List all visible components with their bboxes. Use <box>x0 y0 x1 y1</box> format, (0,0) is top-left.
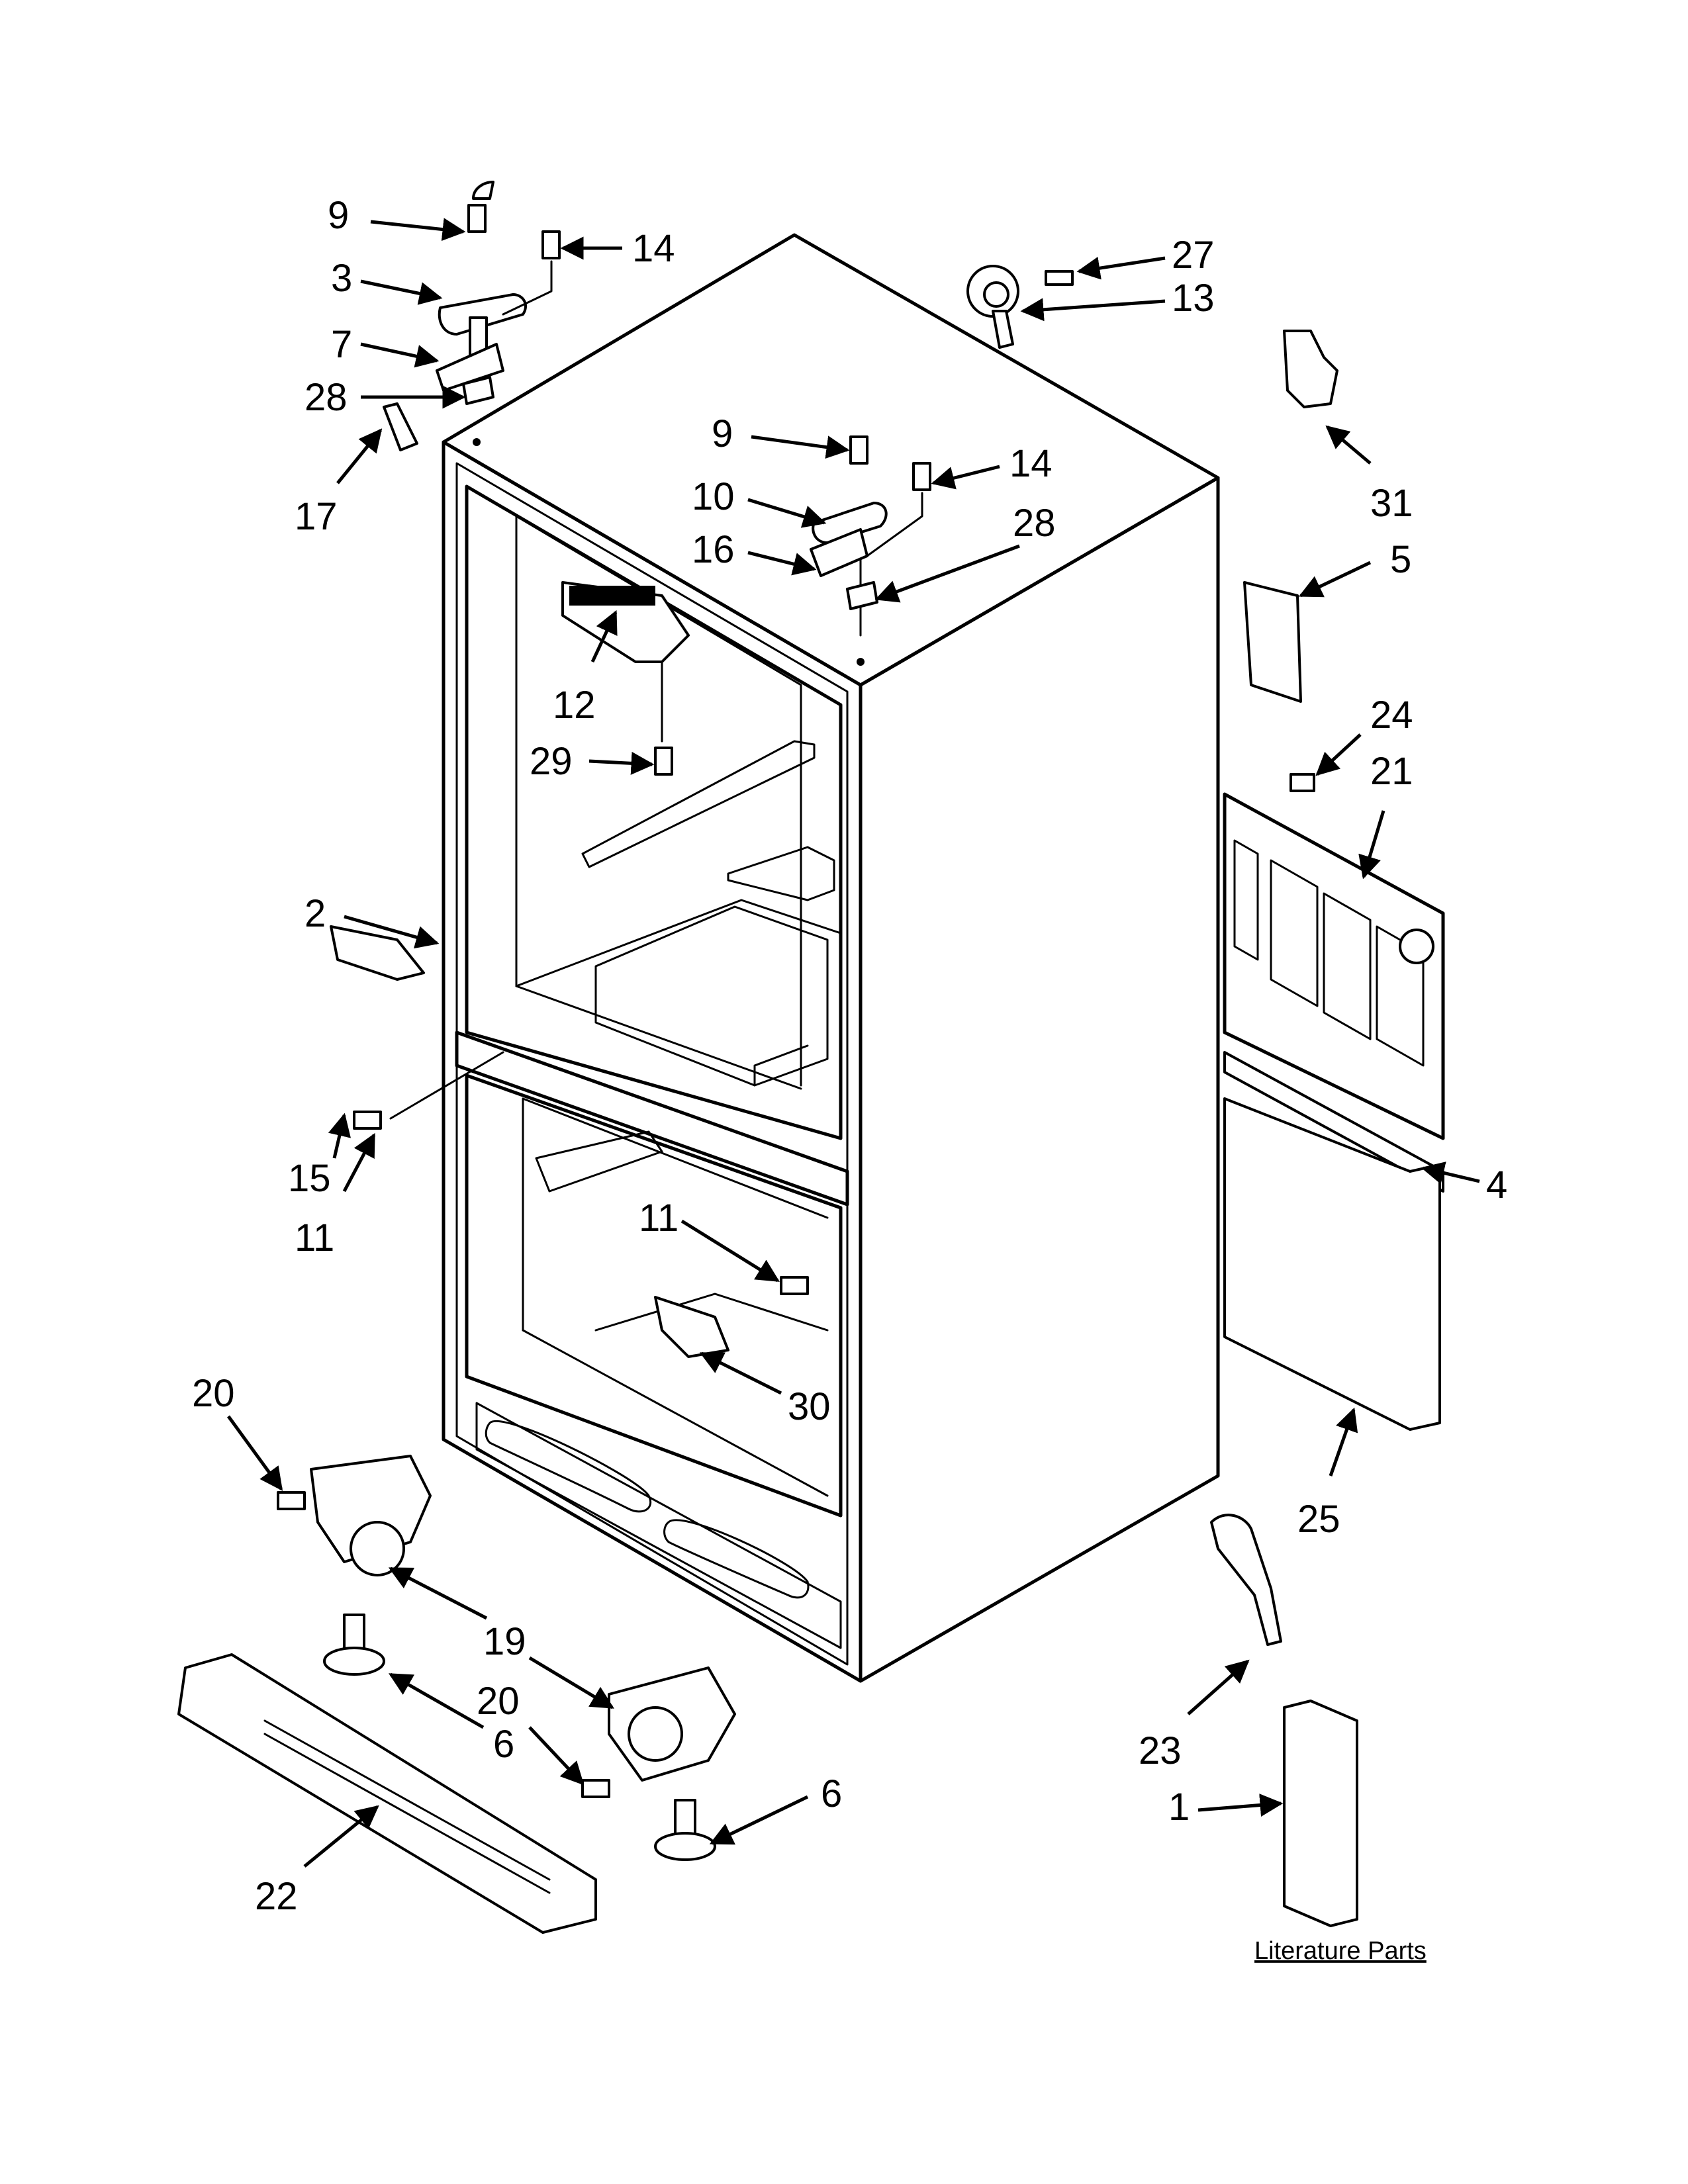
hinge-top-left <box>383 181 561 451</box>
callout-15: 15 <box>288 1157 331 1200</box>
part-22-toe-grille <box>177 1653 597 1934</box>
callout-17: 17 <box>295 495 338 538</box>
callout-6-left: 6 <box>493 1723 514 1766</box>
part-13-27 <box>966 265 1074 349</box>
part-30-11 <box>654 1276 809 1358</box>
cabinet <box>442 233 1220 1683</box>
callout-12: 12 <box>553 684 596 727</box>
part-21-panel <box>1223 773 1445 1140</box>
part-20-6 <box>277 1491 716 1861</box>
callout-22: 22 <box>255 1875 298 1918</box>
callouts: 9 14 3 7 28 17 27 13 31 5 9 14 10 16 28 … <box>192 194 1507 1965</box>
part-12 <box>561 581 690 776</box>
callout-6-right: 6 <box>821 1772 842 1815</box>
part-4 <box>1223 1051 1444 1193</box>
callout-20-right: 20 <box>477 1680 520 1723</box>
callout-2: 2 <box>305 892 326 935</box>
callout-9-center: 9 <box>712 412 733 455</box>
callout-10: 10 <box>692 475 735 518</box>
part-19-wheels <box>310 1455 736 1782</box>
callout-14-top-left: 14 <box>632 227 675 270</box>
callout-16: 16 <box>692 528 735 571</box>
part-1-literature <box>1283 1700 1358 1927</box>
literature-parts-label: Literature Parts <box>1254 1937 1427 1965</box>
callout-9-top-left: 9 <box>328 194 349 237</box>
part-25 <box>1223 1097 1441 1431</box>
part-5 <box>1243 581 1302 703</box>
callout-4: 4 <box>1486 1163 1507 1206</box>
callout-11-left: 11 <box>295 1216 334 1259</box>
callout-24: 24 <box>1370 694 1413 737</box>
callout-7: 7 <box>331 323 352 366</box>
callout-31: 31 <box>1370 482 1413 525</box>
callout-28-top-left: 28 <box>305 376 348 419</box>
part-15-11 <box>330 925 504 1130</box>
callout-30: 30 <box>788 1385 831 1428</box>
hinge-top-center <box>810 435 931 637</box>
callout-13: 13 <box>1172 277 1215 320</box>
part-31 <box>1283 330 1338 408</box>
callout-27: 27 <box>1172 234 1215 277</box>
callout-21: 21 <box>1370 750 1413 793</box>
callout-28-center: 28 <box>1013 502 1056 545</box>
part-23 <box>1210 1514 1282 1646</box>
callout-11-right: 11 <box>639 1197 679 1240</box>
callout-25: 25 <box>1297 1498 1340 1541</box>
callout-23: 23 <box>1139 1729 1182 1772</box>
callout-29: 29 <box>530 740 573 783</box>
callout-20-left: 20 <box>192 1372 235 1415</box>
leader-arrows <box>226 218 1480 1868</box>
callout-14-center: 14 <box>1009 442 1053 485</box>
callout-1: 1 <box>1168 1786 1190 1829</box>
callout-5: 5 <box>1390 538 1411 581</box>
callout-3: 3 <box>331 257 352 300</box>
callout-19: 19 <box>483 1620 526 1663</box>
